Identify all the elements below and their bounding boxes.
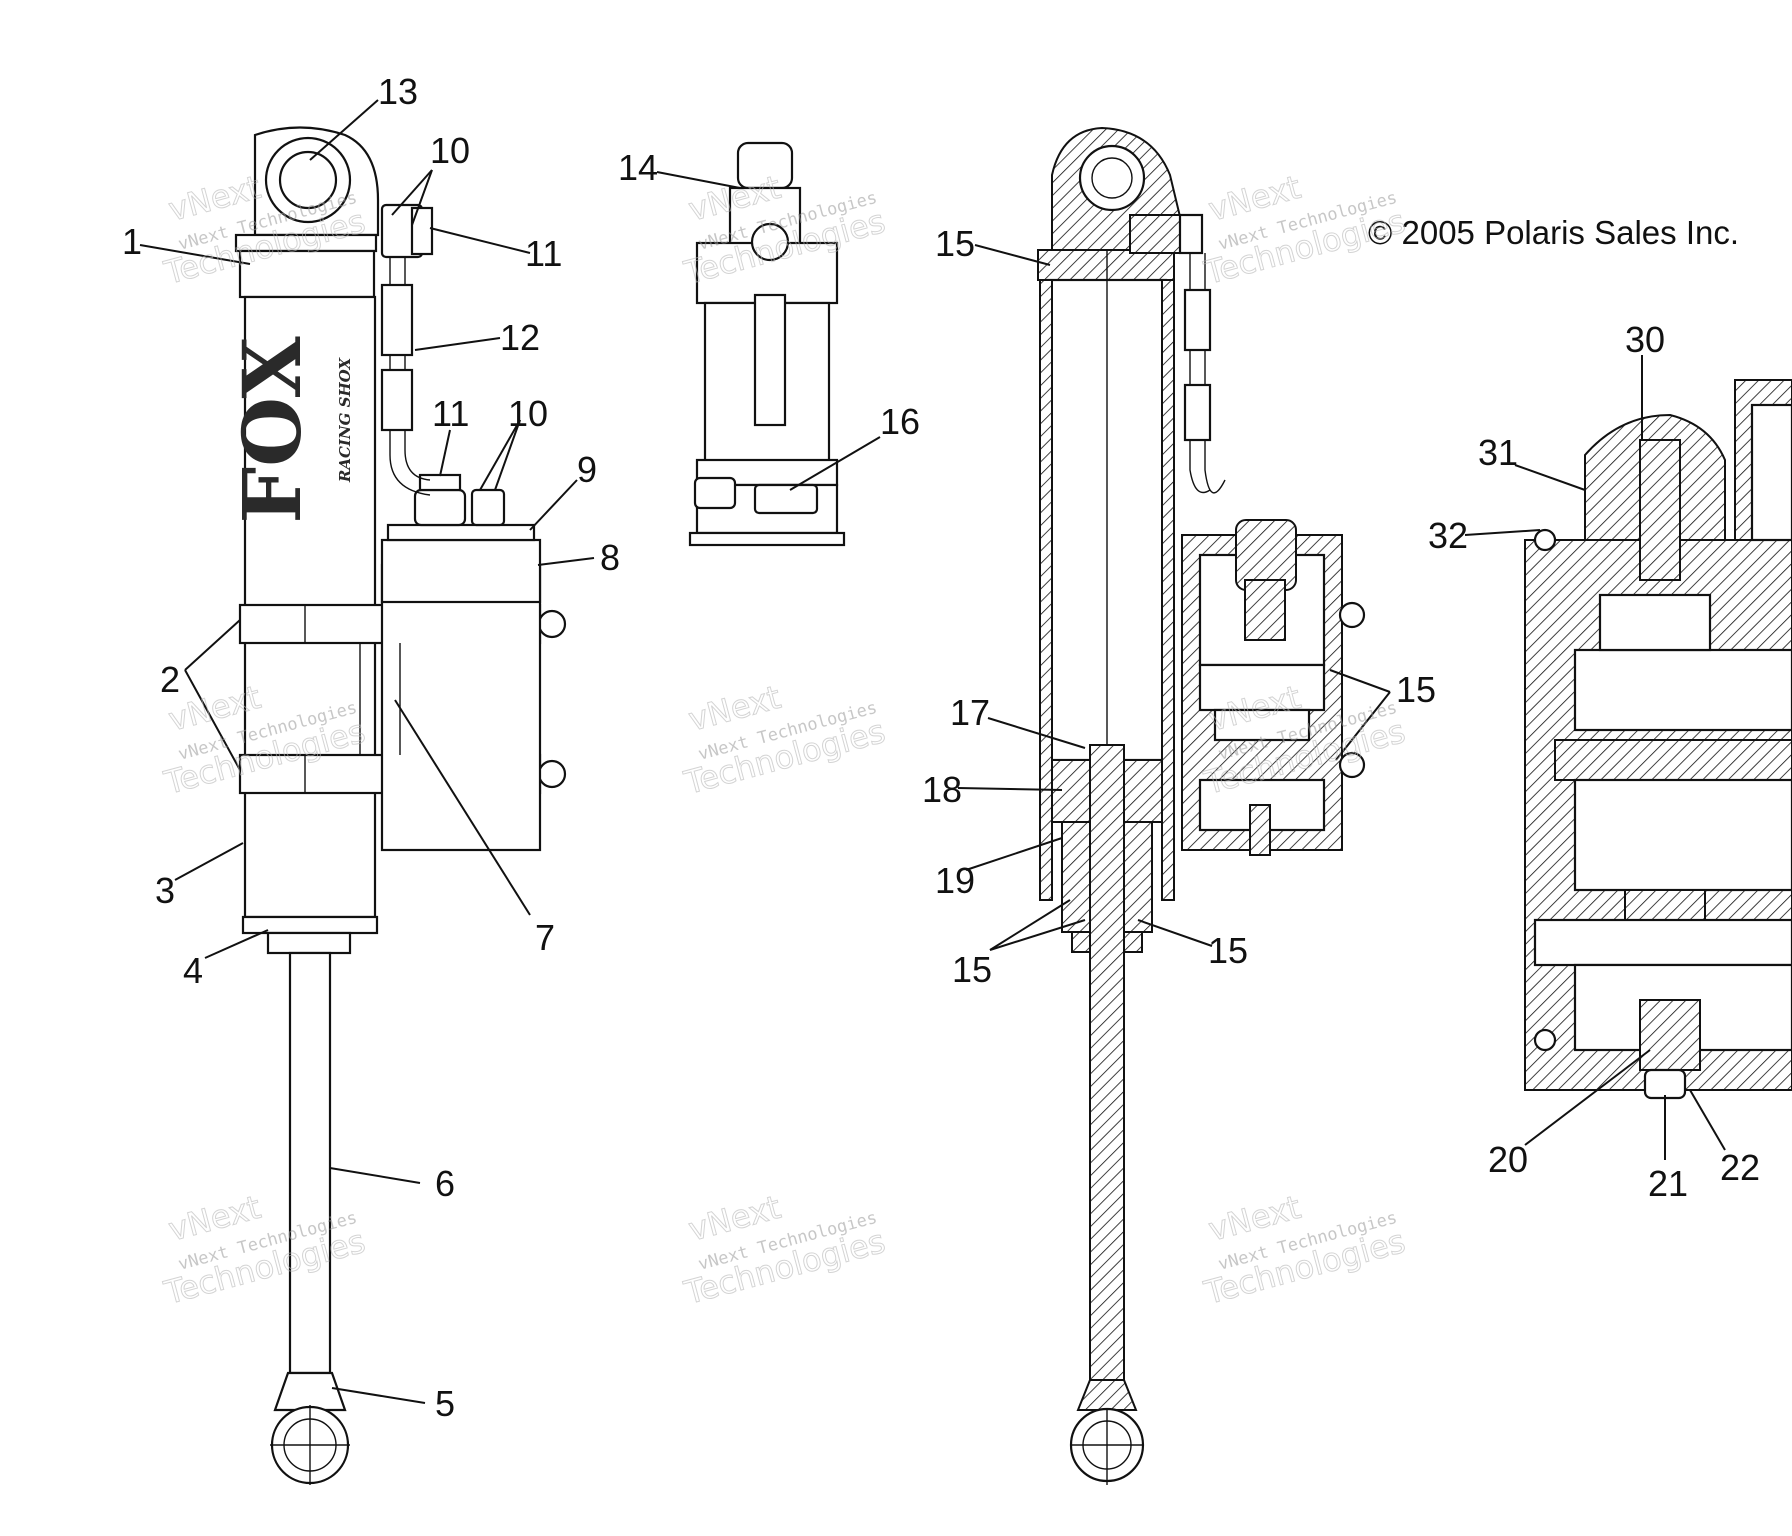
copyright-text: © 2005 Polaris Sales Inc. (1368, 214, 1739, 251)
callout-11-lower: 11 (432, 393, 469, 434)
callout-6: 6 (435, 1163, 455, 1204)
callout-12: 12 (500, 317, 540, 358)
callout-8: 8 (600, 537, 620, 578)
fox-logo-subtext: RACING SHOX (336, 357, 354, 484)
callout-10-top: 10 (430, 130, 470, 171)
callout-11-top: 11 (525, 233, 562, 274)
callout-20: 20 (1488, 1139, 1528, 1180)
callout-22: 22 (1720, 1147, 1760, 1188)
callout-10-lower: 10 (508, 393, 548, 434)
callout-30: 30 (1625, 319, 1665, 360)
callout-21: 21 (1648, 1163, 1688, 1204)
leader-lines (139, 99, 1726, 1404)
callout-17: 17 (950, 692, 990, 733)
callout-19: 19 (935, 860, 975, 901)
callout-16: 16 (880, 401, 920, 442)
callout-2: 2 (160, 659, 180, 700)
callout-31: 31 (1478, 432, 1518, 473)
callout-15-top: 15 (935, 223, 975, 264)
callout-15-bottom-left: 15 (952, 949, 992, 990)
callout-3: 3 (155, 870, 175, 911)
callout-13: 13 (378, 71, 418, 112)
fox-logo: FOX (225, 336, 319, 523)
callout-32: 32 (1428, 515, 1468, 556)
callout-7: 7 (535, 917, 555, 958)
reservoir-detail-cutaway (1524, 379, 1792, 1100)
callout-5: 5 (435, 1383, 455, 1424)
callout-9: 9 (577, 449, 597, 490)
callout-14: 14 (618, 147, 658, 188)
shock-cutaway-view (1037, 126, 1366, 1485)
callout-15-bottom-right: 15 (1208, 930, 1248, 971)
callout-labels: 13 10 11 1 12 11 10 9 8 2 3 4 7 6 5 14 1… (122, 71, 1760, 1424)
callout-1: 1 (122, 221, 142, 262)
shock-head-side-view (688, 141, 846, 547)
callout-4: 4 (183, 950, 203, 991)
shock-exterior-view: FOX RACING SHOX (225, 126, 567, 1485)
callout-18: 18 (922, 769, 962, 810)
callout-15-reservoir: 15 (1396, 669, 1436, 710)
